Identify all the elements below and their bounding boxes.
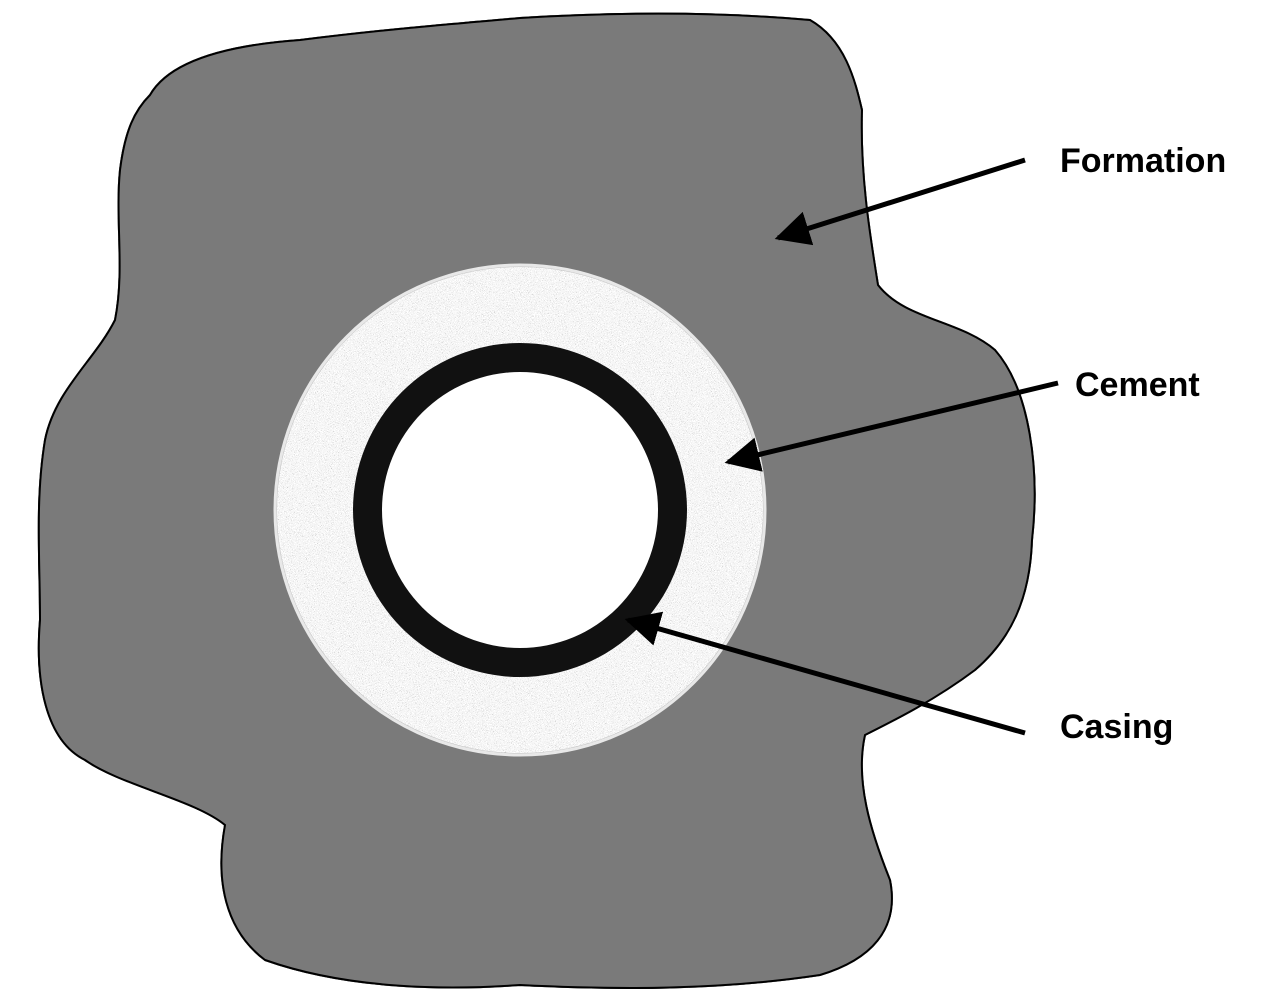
formation-label: Formation (1060, 142, 1226, 180)
bore-hole (382, 372, 658, 648)
cement-label: Cement (1075, 366, 1200, 404)
casing-label: Casing (1060, 708, 1173, 746)
